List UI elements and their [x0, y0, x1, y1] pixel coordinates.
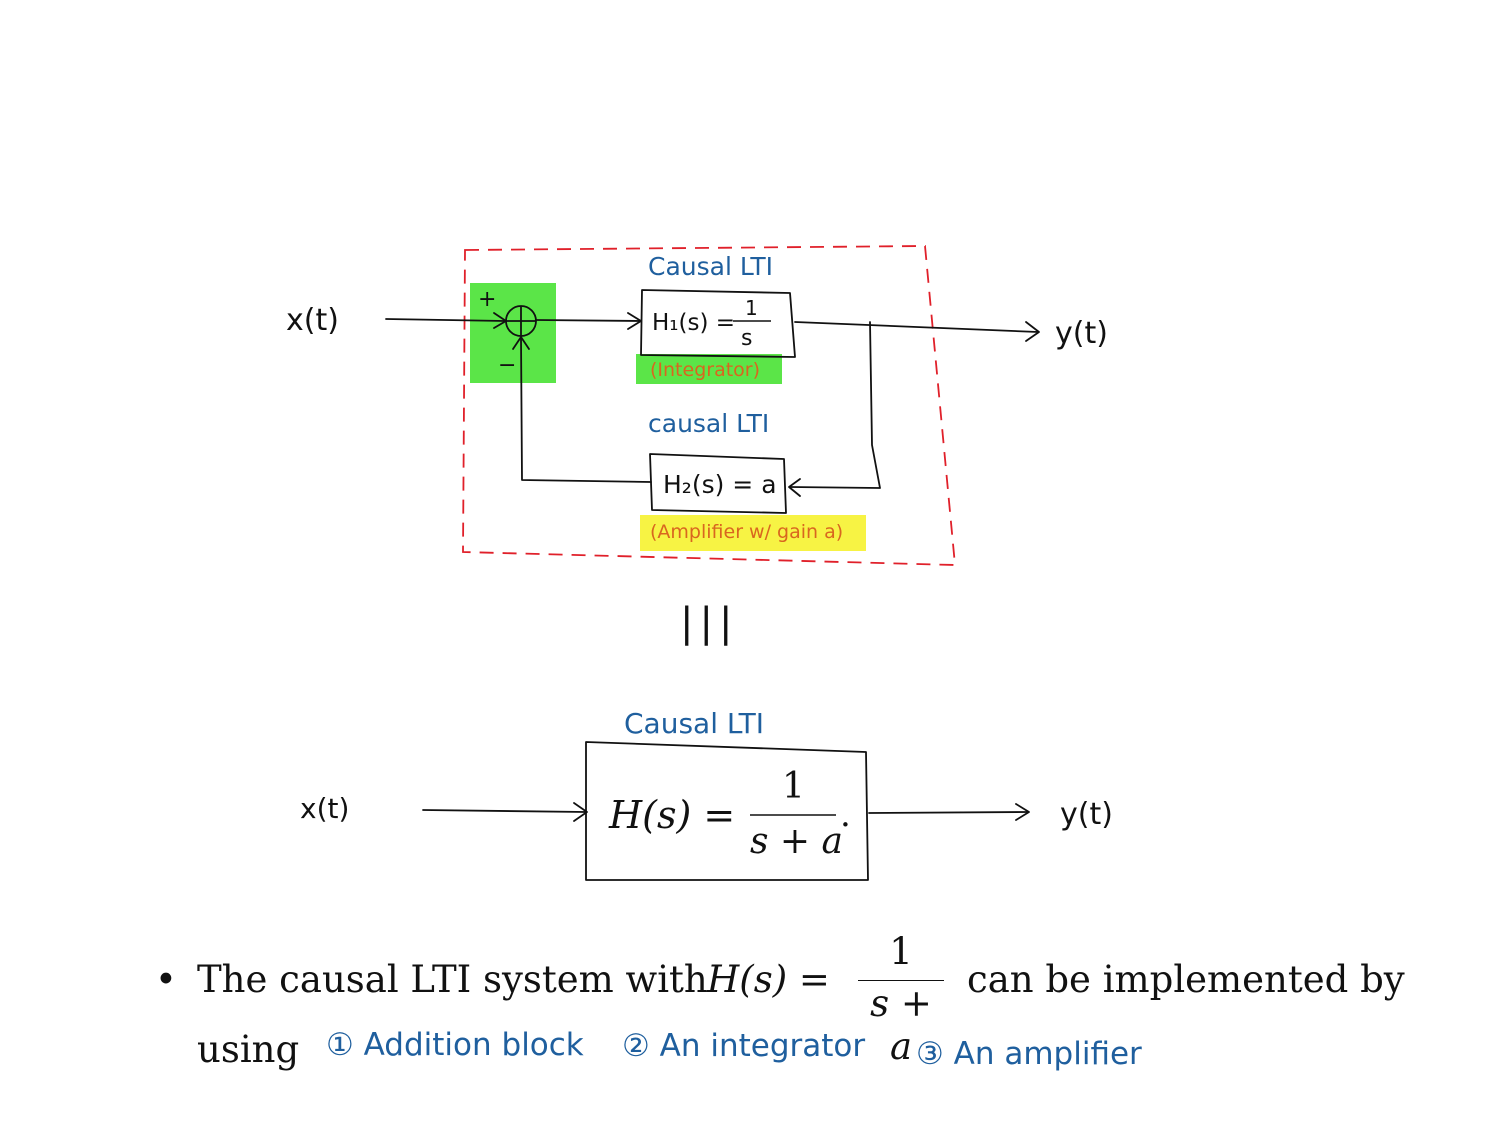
bottom-input-head — [573, 802, 588, 822]
bullet-frac-num: 1 — [889, 930, 913, 973]
h1-label: H₁(s) = — [652, 310, 735, 336]
bullet-dot: • — [155, 958, 177, 1001]
bottom-system-block — [585, 741, 869, 881]
bullet-frac-bar — [858, 980, 944, 981]
input-label: x(t) — [286, 303, 339, 338]
h1-to-output-line — [794, 321, 1039, 333]
bottom-hs-label: H(s) = — [608, 793, 735, 837]
bottom-caption: Causal LTI — [624, 707, 764, 740]
h1-denominator: s — [741, 326, 752, 351]
h2-label: H₂(s) = a — [663, 470, 777, 499]
output-label: y(t) — [1055, 316, 1108, 351]
feedback-up-head — [512, 336, 530, 350]
h2-note: (Amplifier w/ gain a) — [650, 521, 843, 543]
bottom-trailing-period: . — [840, 795, 851, 835]
output-arrow-head — [1025, 321, 1040, 342]
bottom-input-line — [422, 809, 587, 813]
equivalence-symbol: ||| — [680, 600, 738, 646]
feedback-right-line — [789, 321, 881, 489]
green-highlight-integrator — [636, 354, 782, 384]
input-arrow-line — [385, 318, 506, 322]
h2-caption: causal LTI — [648, 409, 769, 438]
item-amplifier: ③ An amplifier — [916, 1036, 1142, 1072]
bullet-text-before: The causal LTI system with — [197, 958, 708, 1001]
bottom-output-label: y(t) — [1060, 797, 1113, 832]
h1-note: (Integrator) — [650, 359, 760, 381]
h2-block — [649, 453, 787, 514]
sum-to-h1-line — [535, 319, 641, 322]
feedback-bottom-line — [520, 336, 652, 483]
bottom-output-head — [1015, 803, 1030, 821]
item-integrator: ② An integrator — [622, 1028, 866, 1064]
summing-junction — [505, 305, 537, 337]
bottom-input-label: x(t) — [300, 792, 349, 825]
feedback-head — [788, 478, 801, 497]
sum-minus-sign: − — [498, 353, 516, 378]
bottom-output-line — [868, 811, 1029, 814]
summing-junction-cross — [506, 306, 536, 336]
bullet-frac-den: s + a — [870, 982, 932, 1068]
dashed-system-boundary — [462, 245, 956, 566]
bullet-hs: H(s) = — [707, 958, 830, 1001]
item-addition-block: ① Addition block — [326, 1027, 584, 1063]
bottom-numerator: 1 — [782, 766, 805, 807]
sum-plus-sign: + — [478, 287, 496, 312]
bottom-denominator: s + a — [750, 821, 843, 862]
bullet-text-after: can be implemented by — [967, 958, 1405, 1001]
yellow-highlight-amplifier — [640, 515, 866, 551]
bullet-using: using — [197, 1028, 300, 1071]
h1-numerator: 1 — [745, 296, 758, 320]
h1-caption: Causal LTI — [648, 252, 773, 281]
h1-block — [640, 289, 796, 358]
